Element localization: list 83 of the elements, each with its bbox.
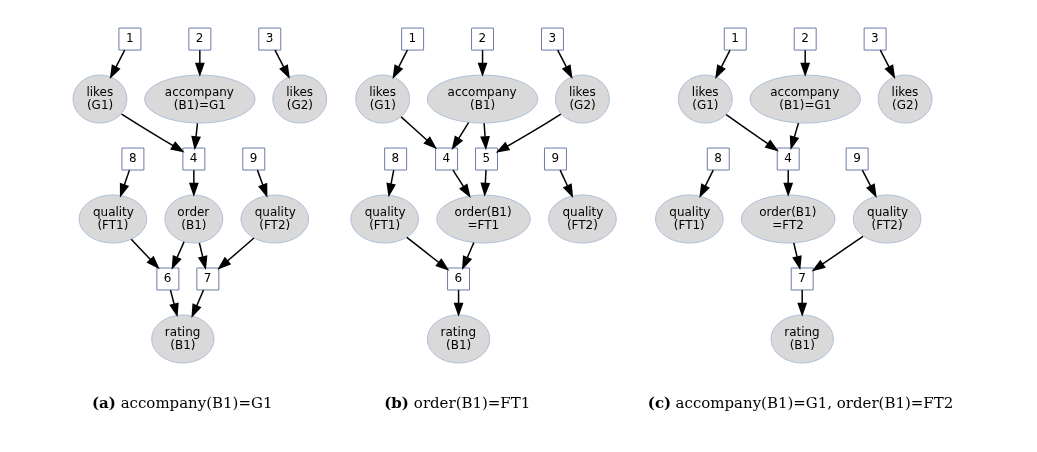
node-box: 9 [845,147,869,171]
arrow [119,169,131,198]
node-box: 3 [258,27,282,51]
arrow [559,169,574,199]
arrow [274,49,290,80]
node-box: 6 [156,267,180,291]
arrow [480,169,491,197]
node-ellipse: likes (G1) [72,74,128,124]
node-box: 8 [384,147,408,171]
node-ellipse: quality (FT1) [78,194,148,244]
node-ellipse: accompany (B1)=G1 [144,74,256,124]
node-box: 1 [401,27,425,51]
node-box: 2 [793,27,817,51]
node-ellipse: quality (FT2) [548,194,617,244]
arrow [783,169,794,197]
arrow [217,237,255,270]
arrow [197,242,208,270]
arrow [495,113,562,153]
arrow [800,49,811,77]
arrow [171,241,185,270]
arrow [386,169,396,198]
arrow [406,236,450,271]
node-box: 8 [121,147,145,171]
node-box: 3 [541,27,564,51]
arrow [797,289,808,317]
node-box: 9 [543,147,567,171]
arrow [452,169,471,198]
node-box: 2 [188,27,212,51]
node-ellipse: likes (G2) [554,74,610,124]
arrow [811,235,864,272]
arrow [392,49,409,80]
arrow [480,122,490,151]
node-box: 2 [471,27,495,51]
node-ellipse: rating (B1) [151,314,215,364]
arrow [191,289,205,319]
node-ellipse: quality (FT1) [350,194,419,244]
arrow [715,49,731,80]
arrow [120,113,185,153]
node-ellipse: quality (FT1) [654,194,724,244]
arrow [861,169,877,199]
node-ellipse: likes (G1) [677,74,733,124]
arrow [451,121,470,150]
node-box: 7 [196,267,220,291]
arrow [879,49,896,80]
node-box: 8 [706,147,730,171]
node-box: 4 [435,147,459,171]
node-ellipse: likes (G2) [877,74,933,124]
node-box: 9 [242,147,266,171]
node-ellipse: accompany (B1)=G1 [749,74,861,124]
node-ellipse: accompany (B1) [426,74,539,124]
node-box: 7 [790,267,814,291]
node-ellipse: likes (G2) [272,74,328,124]
arrow [109,49,126,80]
arrow [556,49,573,80]
arrow [130,238,160,270]
arrow [400,116,438,150]
node-box: 3 [863,27,887,51]
node-box: 6 [447,267,471,291]
arrow [462,241,475,271]
node-ellipse: quality (FT2) [240,194,310,244]
node-ellipse: order (B1) [164,194,224,244]
arrow [194,49,205,77]
arrow [256,169,268,198]
arrow [188,169,199,197]
node-ellipse: order(B1) =FT1 [436,194,531,244]
arrow [725,113,779,152]
label: (c) accompany(B1)=G1, order(B1)=FT2 [647,394,954,413]
node-box: 1 [723,27,747,51]
label: (b) order(B1)=FT1 [384,394,531,413]
node-box: 4 [776,147,800,171]
node-ellipse: quality (FT2) [852,194,922,244]
node-box: 1 [118,27,142,51]
node-box: 5 [475,147,498,171]
arrow [191,122,201,151]
node-ellipse: rating (B1) [770,314,834,364]
label: (a) accompany(B1)=G1 [91,394,273,413]
arrow [789,122,800,150]
node-ellipse: order(B1) =FT2 [740,194,836,244]
arrow [792,242,802,270]
node-ellipse: likes (G1) [355,74,411,124]
node-ellipse: rating (B1) [426,314,491,364]
arrow [169,289,179,318]
node-box: 4 [182,147,206,171]
